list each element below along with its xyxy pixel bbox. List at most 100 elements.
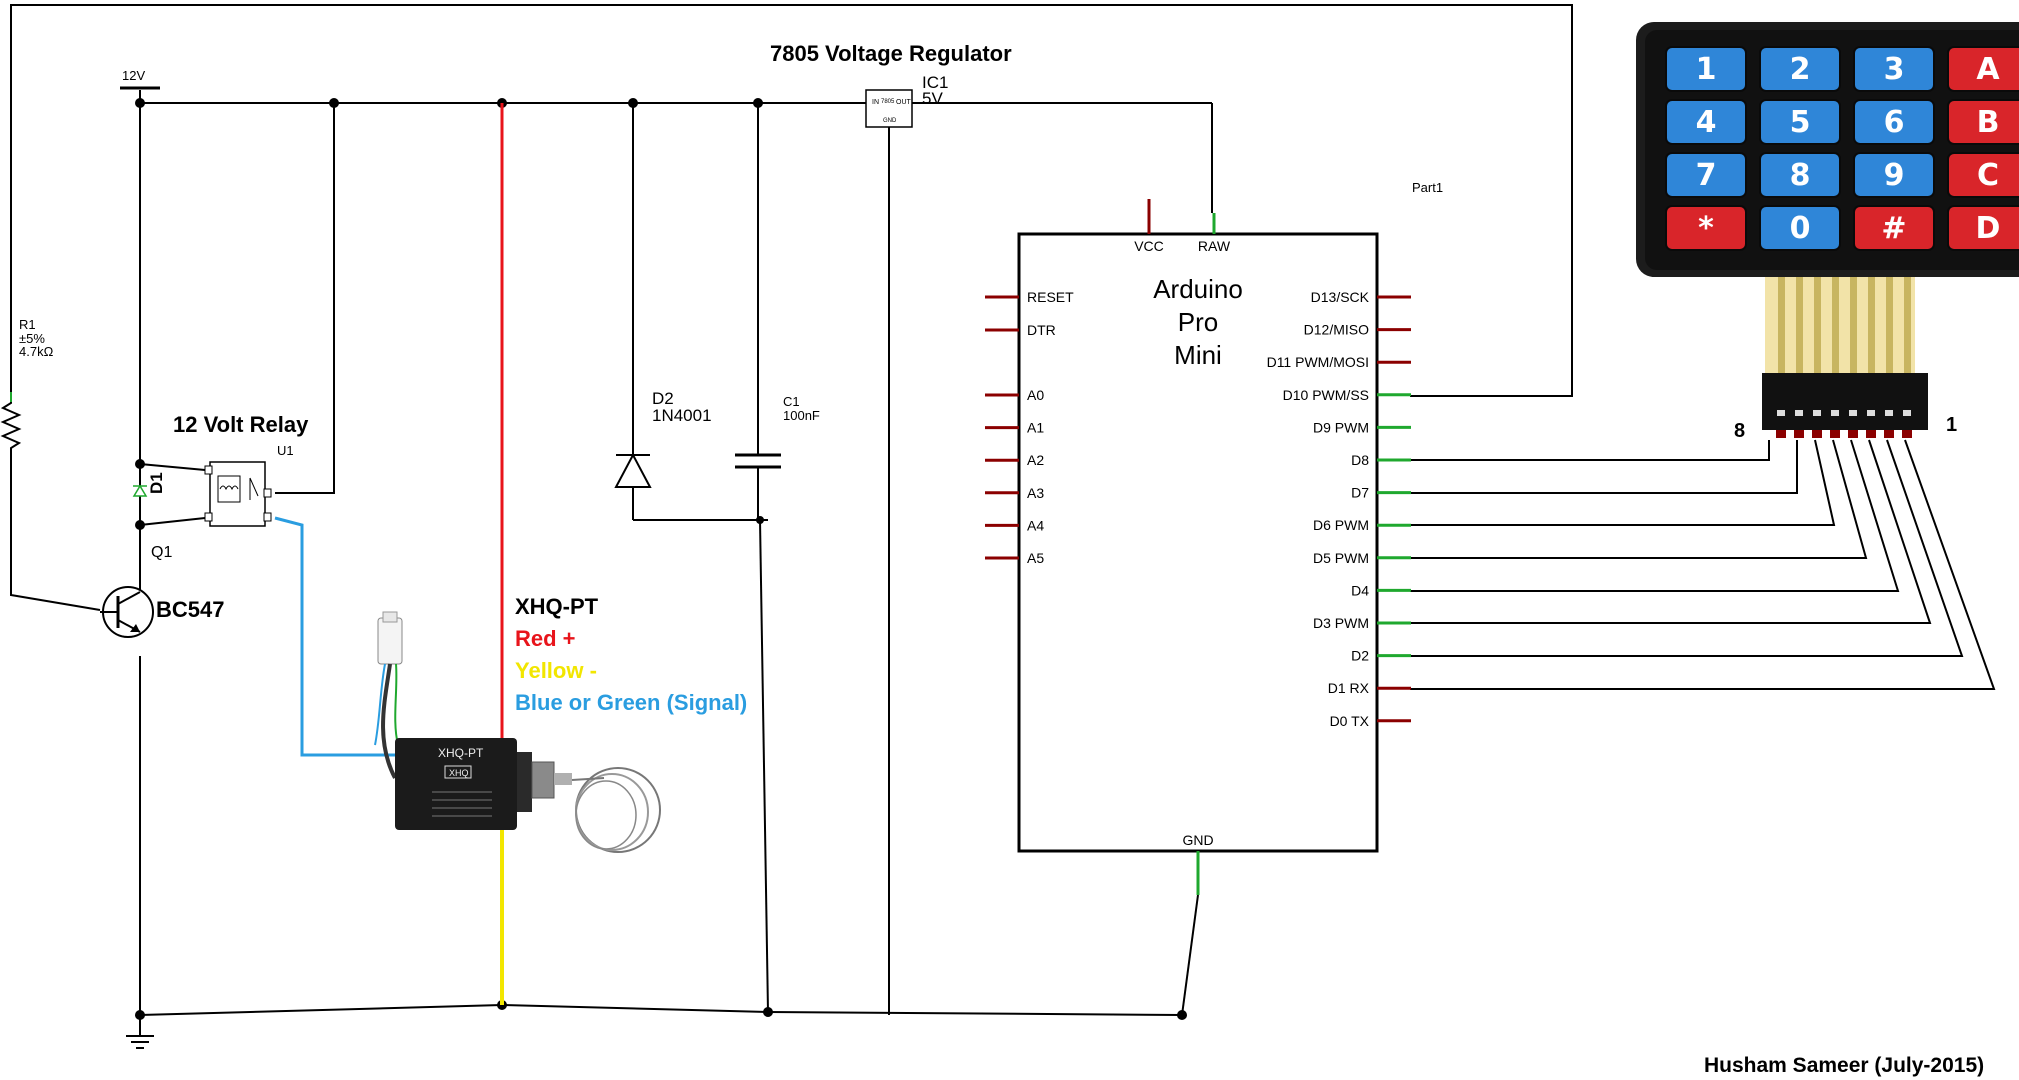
part1-label: Part1 [1412, 180, 1443, 195]
arduino-name-line1: Arduino [1153, 274, 1243, 304]
right-pin-label: D11 PWM/MOSI [1267, 354, 1369, 370]
xhq-legend: XHQ-PT Red + Yellow - Blue or Green (Sig… [515, 594, 747, 715]
keypad-key[interactable] [1947, 152, 2019, 198]
capacitor-c1: C1 100nF [735, 394, 820, 469]
right-pin-label: D9 PWM [1313, 419, 1369, 435]
wiring [10, 4, 1996, 1049]
right-pin-label: D12/MISO [1304, 322, 1369, 338]
connector-pin [1777, 410, 1785, 416]
keypad-pin-first: 8 [1734, 420, 1745, 442]
keypad-key[interactable] [1759, 205, 1841, 251]
keypad-key[interactable] [1759, 46, 1841, 92]
left-pin-label: RESET [1027, 289, 1074, 305]
keypad-key[interactable] [1853, 205, 1935, 251]
connector-pin [1813, 410, 1821, 416]
ribbon-stripe [1832, 277, 1839, 373]
diode-d2: D2 1N4001 [614, 389, 712, 488]
keypad-key[interactable] [1665, 152, 1747, 198]
q1-part: BC547 [156, 597, 224, 622]
keypad-connector-pins [1776, 410, 1912, 438]
ic1-ref: IC1 [922, 73, 948, 92]
c1-value: 100nF [783, 408, 820, 423]
keypad-key-label: # [1881, 211, 1906, 246]
diode-d1: D1 [132, 472, 166, 497]
keypad-key-label: 7 [1696, 158, 1717, 193]
keypad-key-label: 5 [1790, 105, 1811, 140]
connector-lead [1902, 430, 1912, 438]
pin-gnd: GND [1182, 832, 1213, 848]
keypad-pin-last: 1 [1946, 414, 1957, 436]
keypad-key[interactable] [1853, 46, 1935, 92]
right-pin-label: D6 PWM [1313, 517, 1369, 533]
right-pin-label: D3 PWM [1313, 615, 1369, 631]
connector-lead [1866, 430, 1876, 438]
pin-vcc: VCC [1134, 238, 1164, 254]
connector-lead [1848, 430, 1858, 438]
xhq-red-label: Red + [515, 626, 576, 651]
connector-pin [1903, 410, 1911, 416]
relay-title: 12 Volt Relay [173, 412, 309, 437]
keypad-key-label: 6 [1884, 105, 1905, 140]
ribbon-stripe [1904, 277, 1911, 373]
right-pin-label: D7 [1351, 485, 1369, 501]
connector-pin [1885, 410, 1893, 416]
keypad-ribbon [1778, 277, 1911, 373]
d2-part: 1N4001 [652, 406, 712, 425]
keypad-key-label: 2 [1790, 52, 1811, 87]
right-pin-label: D1 RX [1328, 680, 1370, 696]
arduino-name-line2: Pro [1178, 307, 1218, 337]
ribbon-stripe [1868, 277, 1875, 373]
ribbon-stripe [1778, 277, 1785, 373]
keypad-key-label: 1 [1696, 52, 1717, 87]
ribbon-stripe [1850, 277, 1857, 373]
relay-u1: 12 Volt Relay U1 [173, 412, 309, 527]
keypad-key-label: C [1977, 158, 1999, 193]
xhq-yellow-label: Yellow - [515, 658, 597, 683]
reg-gnd-label: GND [883, 118, 897, 124]
keypad-key[interactable] [1665, 46, 1747, 92]
xhq-wires [274, 103, 504, 1005]
connector-lead [1812, 430, 1822, 438]
keypad-key[interactable] [1759, 99, 1841, 145]
connector-pin [1849, 410, 1857, 416]
connector-lead [1776, 430, 1786, 438]
keypad-key-label: B [1977, 105, 2000, 140]
left-pin-label: A0 [1027, 387, 1044, 403]
keypad-key[interactable] [1853, 152, 1935, 198]
keypad-key[interactable] [1947, 46, 2019, 92]
xhq-blue-label: Blue or Green (Signal) [515, 690, 747, 715]
c1-ref: C1 [783, 394, 800, 409]
r1-value: 4.7kΩ [19, 344, 54, 359]
relay-ref: U1 [277, 443, 294, 458]
pin-raw: RAW [1198, 238, 1231, 254]
keypad-key[interactable] [1665, 99, 1747, 145]
right-pin-label: D4 [1351, 582, 1369, 598]
voltage-regulator: 7805 Voltage Regulator IN OUT 7805 GND I… [770, 41, 1012, 128]
connector-pin [1795, 410, 1803, 416]
regulator-title: 7805 Voltage Regulator [770, 41, 1012, 66]
keypad-key[interactable] [1947, 99, 2019, 145]
connector-pin [1831, 410, 1839, 416]
ribbon-stripe [1814, 277, 1821, 373]
keypad-key[interactable] [1759, 152, 1841, 198]
right-pin-label: D2 [1351, 648, 1369, 664]
transistor-q1: Q1 BC547 [100, 544, 224, 638]
blue-wire [274, 516, 395, 757]
keypad-key[interactable] [1665, 205, 1747, 251]
keypad-key[interactable] [1947, 205, 2019, 251]
keypad-key-label: A [1976, 52, 2000, 87]
keypad-key[interactable] [1853, 99, 1935, 145]
q1-ref: Q1 [151, 544, 172, 561]
keypad-key-label: 9 [1884, 158, 1905, 193]
keypad-key-label: * [1698, 211, 1714, 246]
keypad-key-label: 8 [1790, 158, 1811, 193]
right-pin-label: D0 TX [1330, 713, 1370, 729]
r1-ref: R1 [19, 317, 36, 332]
left-pin-label: A3 [1027, 485, 1044, 501]
r1-tolerance: ±5% [19, 331, 45, 346]
